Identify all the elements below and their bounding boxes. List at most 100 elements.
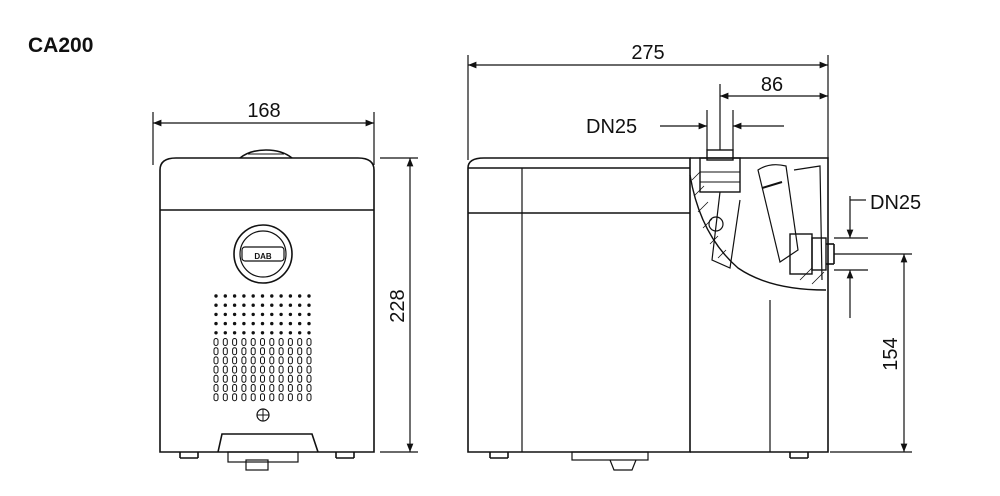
vent-hole	[223, 321, 227, 326]
vent-hole	[214, 312, 218, 317]
vent-hole	[222, 374, 228, 383]
vent-hole	[251, 321, 255, 326]
inlet-diameter-label: DN25	[586, 116, 637, 138]
section-cut-edge	[689, 174, 827, 291]
vent-hole	[213, 356, 219, 365]
vent-hole	[214, 303, 218, 307]
vent-hole	[306, 393, 312, 402]
vent-hole	[297, 393, 303, 402]
vent-hole	[288, 303, 293, 307]
vent-hole	[279, 294, 283, 298]
vent-hole	[279, 312, 283, 317]
vent-hole	[298, 321, 302, 326]
logo-text: DAB	[254, 252, 272, 261]
vent-hole	[241, 365, 247, 374]
front-height-label: 228	[387, 289, 409, 322]
vent-hole	[223, 303, 227, 307]
vent-hole	[270, 303, 274, 307]
outlet-diameter-label: DN25	[870, 192, 921, 214]
vent-hole	[288, 294, 293, 298]
outlet-pipe	[789, 233, 813, 275]
vent-hole	[287, 338, 293, 346]
front-view	[159, 149, 375, 471]
inlet-offset-dimension	[719, 84, 828, 150]
vent-hole	[297, 365, 303, 374]
side-rear-section	[690, 157, 829, 453]
vent-hole	[260, 347, 265, 356]
vent-hole	[306, 365, 312, 374]
inlet-diameter-dimension	[660, 110, 784, 150]
inlet-offset-label: 86	[761, 74, 783, 96]
vent-hole	[260, 331, 265, 335]
vent-hole	[242, 294, 246, 298]
outlet-diameter-dimension	[834, 196, 868, 318]
vent-hole	[307, 312, 311, 317]
vent-hole	[222, 365, 228, 374]
side-body-outline	[467, 157, 691, 453]
vent-hole	[287, 384, 293, 392]
vent-hole	[251, 303, 255, 307]
vent-hole	[270, 294, 274, 298]
vent-hole	[278, 347, 284, 356]
vent-hole	[278, 374, 284, 383]
side-width-label: 275	[631, 42, 664, 64]
outlet-height-dimension	[830, 253, 912, 453]
vent-hole	[307, 294, 311, 298]
vent-hole	[213, 347, 219, 356]
vent-hole	[232, 312, 237, 317]
vent-hole	[269, 374, 275, 383]
vent-hole	[306, 384, 312, 392]
vent-hole	[250, 347, 256, 356]
vent-hole	[287, 393, 293, 402]
internal-valve	[757, 164, 799, 263]
vent-hole	[260, 294, 265, 298]
vent-hole	[270, 321, 274, 326]
vent-hole	[250, 365, 256, 374]
vent-hole	[242, 303, 246, 307]
vent-hole	[306, 374, 312, 383]
vent-hole	[242, 331, 246, 335]
vent-hole	[298, 303, 302, 307]
vent-hole	[307, 331, 311, 335]
logo-badge	[233, 224, 293, 284]
section-hatching	[691, 171, 825, 285]
vent-hole	[278, 365, 284, 374]
vent-hole	[250, 356, 256, 365]
model-title: CA200	[28, 34, 93, 57]
vent-hole	[298, 312, 302, 317]
vent-hole	[269, 347, 275, 356]
vent-hole	[214, 321, 218, 326]
vent-hole	[297, 374, 303, 383]
vent-hole	[306, 356, 312, 365]
vent-hole	[232, 338, 238, 346]
vent-hole	[232, 365, 238, 374]
vent-hole	[269, 365, 275, 374]
vent-hole	[223, 294, 227, 298]
vent-hole	[232, 347, 238, 356]
vent-hole	[287, 374, 293, 383]
side-width-dimension	[467, 55, 829, 160]
vent-hole	[241, 338, 247, 346]
vent-hole	[232, 321, 237, 326]
vent-hole	[269, 384, 275, 392]
outlet-height-label: 154	[880, 337, 902, 370]
vent-hole	[260, 321, 265, 326]
vent-hole	[241, 374, 247, 383]
vent-hole	[242, 321, 246, 326]
front-height-dimension	[380, 157, 418, 453]
vent-hole	[278, 356, 284, 365]
vent-hole	[222, 356, 228, 365]
vent-hole	[298, 294, 302, 298]
vent-hole	[214, 331, 218, 335]
vent-hole	[287, 365, 293, 374]
vent-hole	[287, 347, 293, 356]
vent-hole	[242, 312, 246, 317]
vent-hole	[232, 356, 238, 365]
vent-hole	[232, 393, 238, 402]
vent-hole	[213, 365, 219, 374]
vent-hole	[250, 338, 256, 346]
vent-hole	[279, 303, 283, 307]
vent-hole	[306, 338, 312, 346]
vent-hole	[232, 374, 238, 383]
